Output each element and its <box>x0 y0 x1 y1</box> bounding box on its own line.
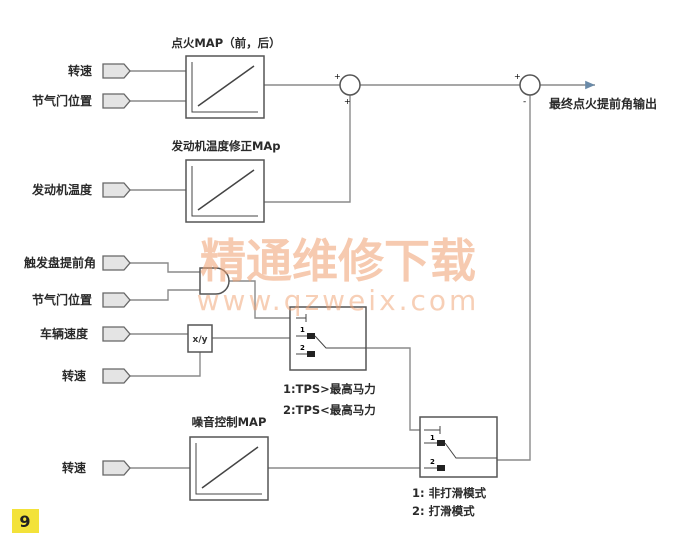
input-label: 转速 <box>62 368 86 383</box>
switch-2: 1 2 <box>419 416 498 478</box>
input-port-icon <box>102 63 131 79</box>
input-port-icon <box>102 292 131 308</box>
map-curve-icon <box>197 169 255 211</box>
figure-number: 9 <box>19 512 30 531</box>
figure-badge <box>12 509 39 533</box>
input-engine-temp: 发动机温度 <box>31 182 131 198</box>
map-curve-icon <box>197 65 255 107</box>
input-vehicle-speed: 车辆速度 <box>40 326 131 342</box>
sum-junction-2: + - <box>514 72 541 107</box>
sign: - <box>523 97 526 107</box>
watermark-title: 精通维修下载 <box>200 234 476 288</box>
switch2-legend-2: 2: 打滑模式 <box>412 504 475 518</box>
input-rpm-1: 转速 <box>68 63 131 79</box>
switch-input-label: 1 <box>430 434 435 442</box>
switch-1: 1 2 <box>289 306 367 371</box>
output-label: 最终点火提前角输出 <box>549 96 657 111</box>
and-gate-icon <box>199 267 230 295</box>
input-label: 节气门位置 <box>32 93 92 108</box>
sign: + <box>334 72 341 81</box>
input-label: 转速 <box>68 63 92 78</box>
block-title: 发动机温度修正MAp <box>170 139 280 153</box>
input-throttle-1: 节气门位置 <box>32 93 131 109</box>
input-rpm-2: 转速 <box>62 368 131 384</box>
switch1-legend-2: 2:TPS<最高马力 <box>283 403 376 417</box>
input-port-icon <box>102 460 131 476</box>
input-label: 节气门位置 <box>32 292 92 307</box>
switch-input-label: 2 <box>300 344 305 352</box>
input-label: 转速 <box>62 460 86 475</box>
sign: + <box>514 72 521 81</box>
input-port-icon <box>102 255 131 271</box>
input-trigger-advance: 触发盘提前角 <box>24 255 131 271</box>
input-port-icon <box>102 368 131 384</box>
input-label: 车辆速度 <box>40 326 89 341</box>
switch-input-label: 1 <box>300 326 305 334</box>
input-rpm-3: 转速 <box>62 460 131 476</box>
watermark-url: www.qzweix.com <box>197 284 480 317</box>
divider-label: x/y <box>193 335 208 345</box>
input-port-icon <box>102 326 131 342</box>
sign: + <box>344 97 351 106</box>
ignition-map-block: 点火MAP（前，后） <box>171 36 281 119</box>
switch2-legend-1: 1: 非打滑模式 <box>412 486 487 500</box>
sum-junction-1: + + <box>334 72 361 106</box>
input-throttle-2: 节气门位置 <box>32 292 131 308</box>
switch-input-label: 2 <box>430 458 435 466</box>
input-label: 触发盘提前角 <box>24 255 96 270</box>
map-curve-icon <box>201 446 259 489</box>
input-port-icon <box>102 93 131 109</box>
switch1-legend-1: 1:TPS>最高马力 <box>283 382 376 396</box>
input-label: 发动机温度 <box>31 182 93 197</box>
input-port-icon <box>102 182 131 198</box>
divider-block: x/y <box>187 324 213 353</box>
block-title: 点火MAP（前，后） <box>171 36 280 50</box>
block-title: 噪音控制MAP <box>192 415 267 429</box>
noise-control-map-block: 噪音控制MAP <box>189 415 269 501</box>
temp-correction-map-block: 发动机温度修正MAp <box>170 139 281 223</box>
